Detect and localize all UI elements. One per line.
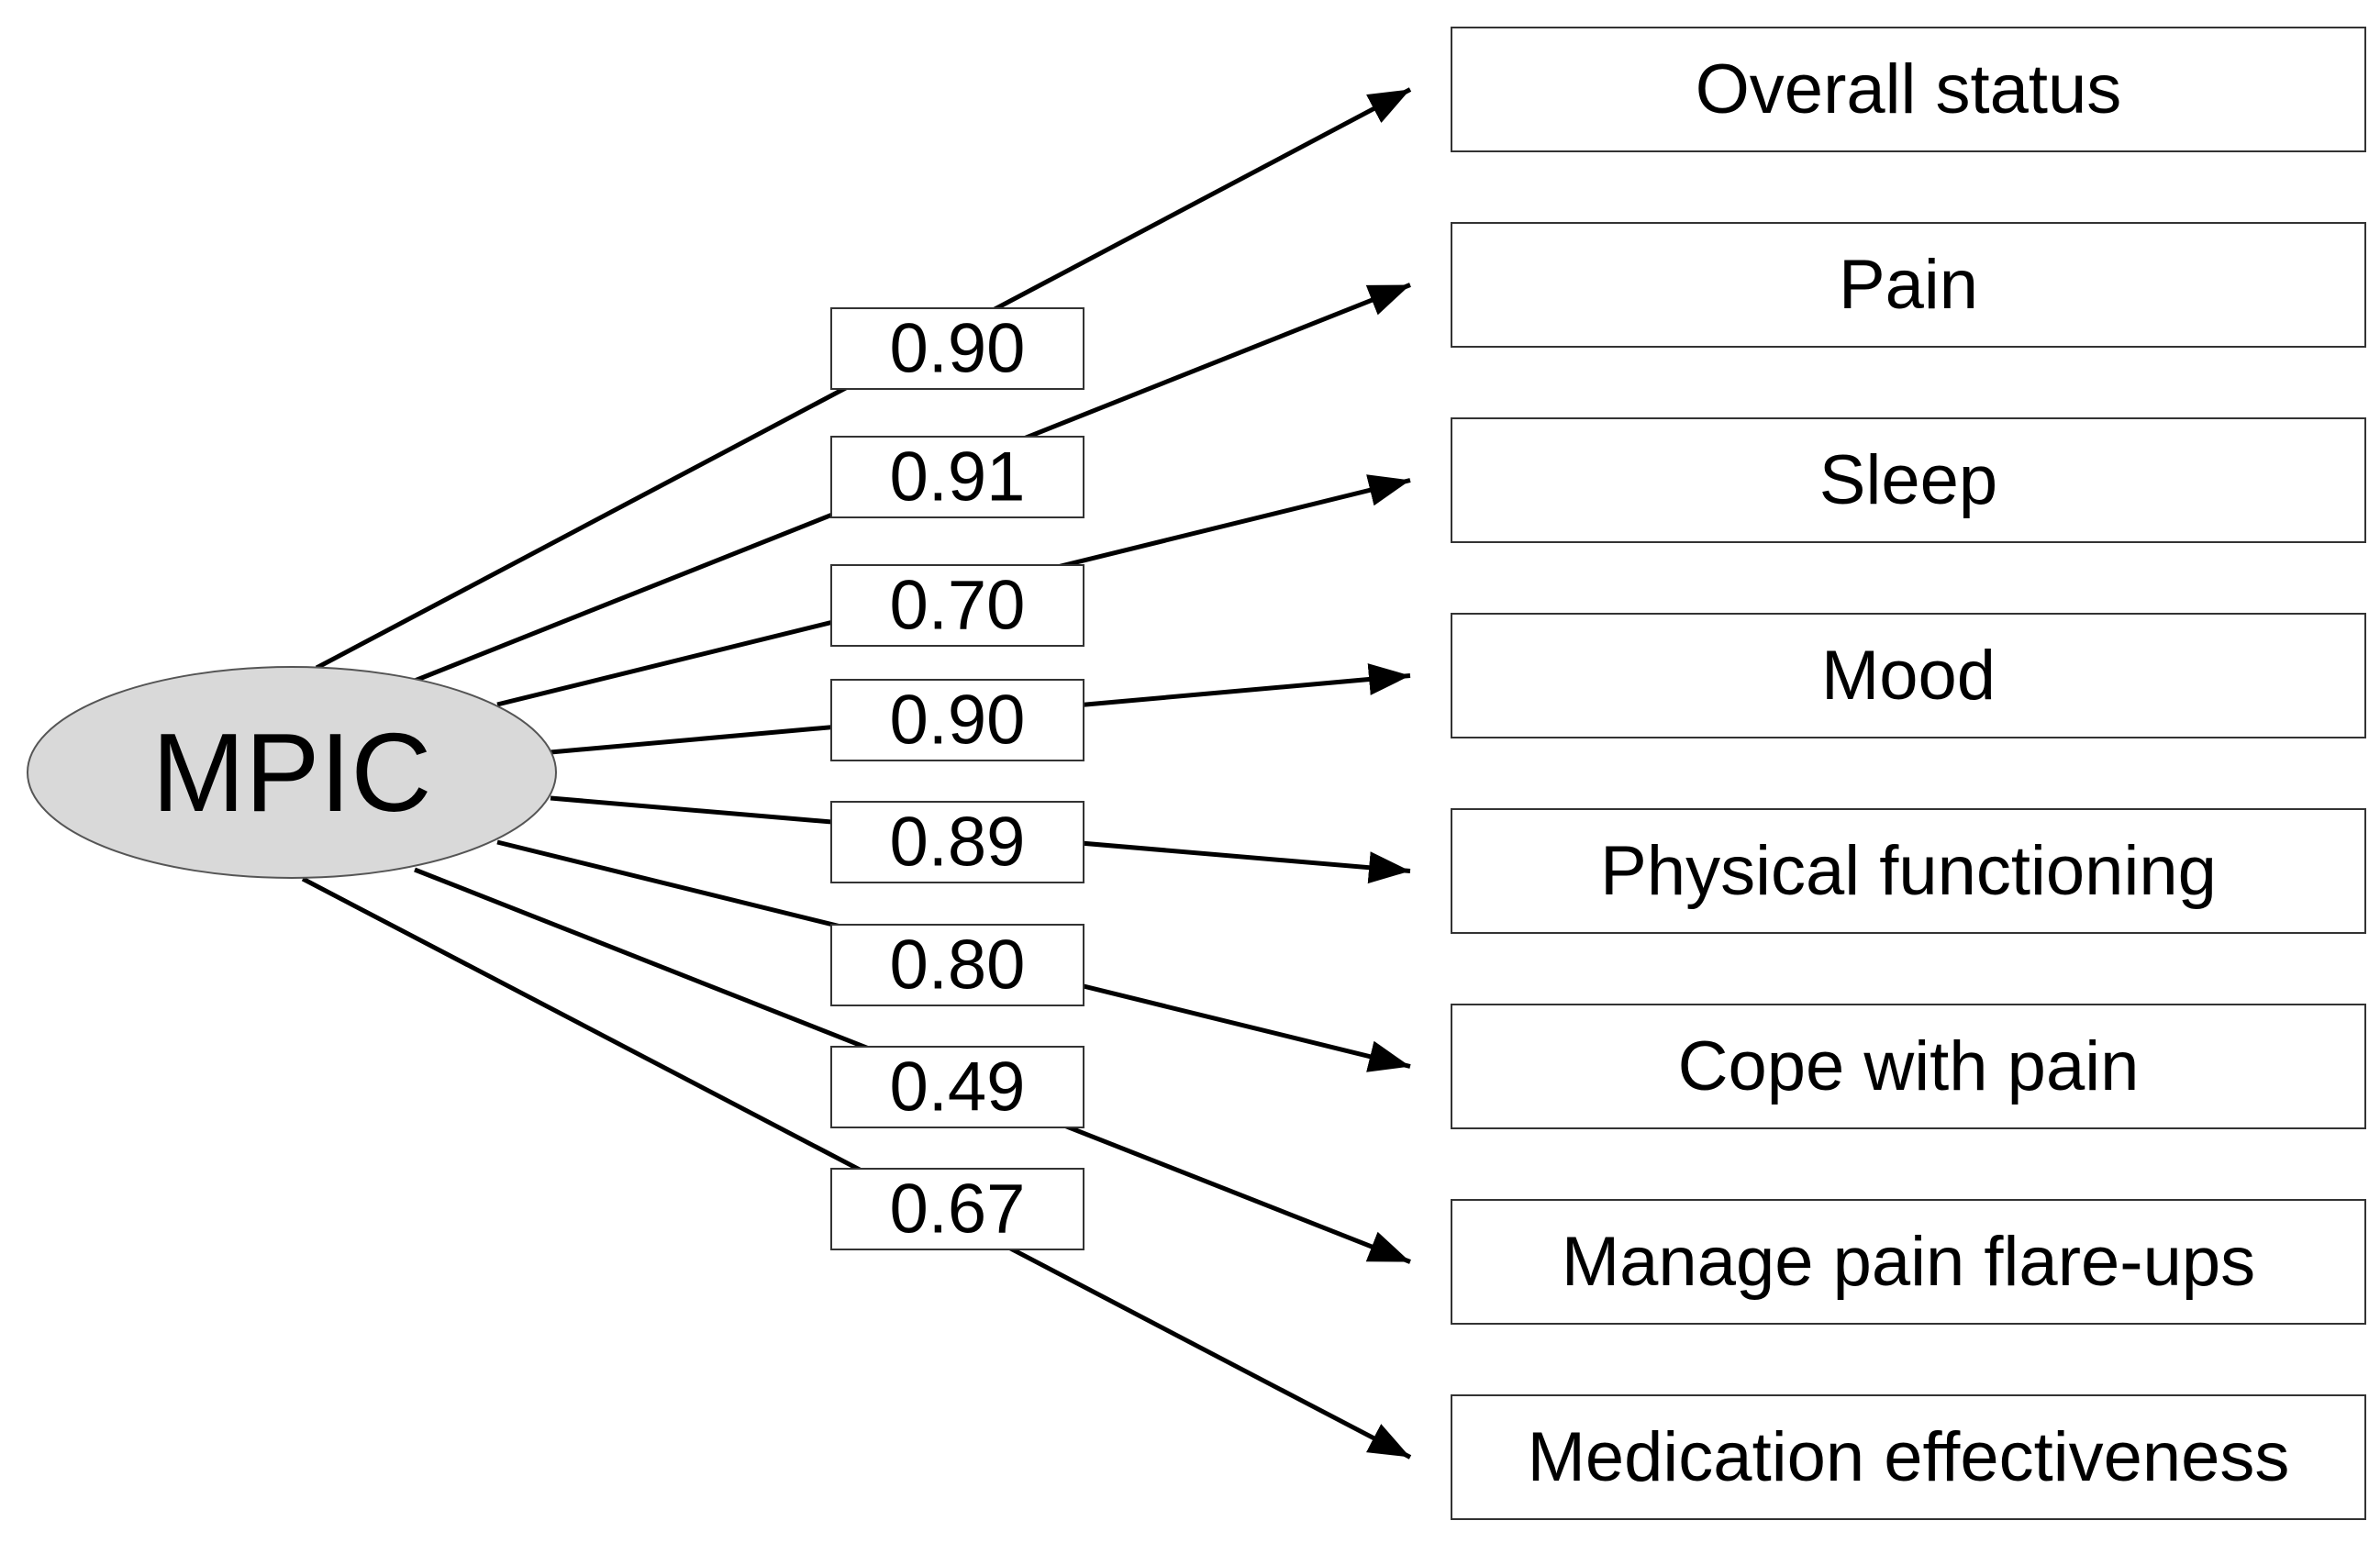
- loading-value: 0.89: [890, 804, 1026, 882]
- indicator-item: Medication effectiveness: [1451, 1394, 2366, 1520]
- indicator-label: Mood: [1821, 637, 1996, 715]
- indicator-label: Overall status: [1696, 50, 2122, 128]
- factor-label: MPIC: [152, 710, 432, 835]
- loading-label: 0.49: [830, 1046, 1084, 1128]
- indicator-box: [1451, 1199, 2366, 1325]
- loading-box: [830, 679, 1084, 761]
- loading-value: 0.80: [890, 927, 1026, 1005]
- indicator-item: Cope with pain: [1451, 1004, 2366, 1129]
- indicator-item: Manage pain flare-ups: [1451, 1199, 2366, 1325]
- loading-value: 0.49: [890, 1049, 1026, 1127]
- loading-label: 0.70: [830, 564, 1084, 647]
- loading-value: 0.90: [890, 310, 1026, 388]
- indicator-label: Pain: [1839, 246, 1978, 324]
- loading-box: [830, 307, 1084, 390]
- loading-box: [830, 564, 1084, 647]
- factor-ellipse: [27, 666, 557, 879]
- loading-value: 0.90: [890, 682, 1026, 760]
- loading-box: [830, 436, 1084, 518]
- indicator-label: Physical functioning: [1600, 832, 2217, 910]
- indicator-label: Sleep: [1819, 441, 1997, 519]
- indicator-item: Mood: [1451, 613, 2366, 738]
- indicator-box: [1451, 1394, 2366, 1520]
- loading-label: 0.90: [830, 679, 1084, 761]
- indicator-box: [1451, 613, 2366, 738]
- loading-label: 0.67: [830, 1168, 1084, 1250]
- loading-box: [830, 801, 1084, 883]
- indicator-item: Physical functioning: [1451, 808, 2366, 934]
- loading-label: 0.80: [830, 924, 1084, 1006]
- loading-label: 0.90: [830, 307, 1084, 390]
- indicator-label: Manage pain flare-ups: [1562, 1223, 2255, 1301]
- loading-labels: 0.90 0.91 0.70 0.90 0.89 0.80 0.49 0.67: [830, 307, 1084, 1250]
- loading-box: [830, 924, 1084, 1006]
- indicator-box: [1451, 27, 2366, 152]
- indicator-label: Cope with pain: [1678, 1027, 2140, 1105]
- loading-label: 0.89: [830, 801, 1084, 883]
- indicator-box: [1451, 417, 2366, 543]
- factor-node: MPIC: [27, 666, 557, 879]
- loading-label: 0.91: [830, 436, 1084, 518]
- indicator-label: Medication effectiveness: [1528, 1418, 2290, 1496]
- loading-value: 0.70: [890, 567, 1026, 645]
- indicator-box: [1451, 1004, 2366, 1129]
- indicator-box: [1451, 222, 2366, 348]
- indicator-item: Pain: [1451, 222, 2366, 348]
- indicator-item: Overall status: [1451, 27, 2366, 152]
- indicator-box: [1451, 808, 2366, 934]
- loading-value: 0.91: [890, 438, 1026, 516]
- indicator-item: Sleep: [1451, 417, 2366, 543]
- loading-box: [830, 1046, 1084, 1128]
- loading-value: 0.67: [890, 1171, 1026, 1249]
- loading-box: [830, 1168, 1084, 1250]
